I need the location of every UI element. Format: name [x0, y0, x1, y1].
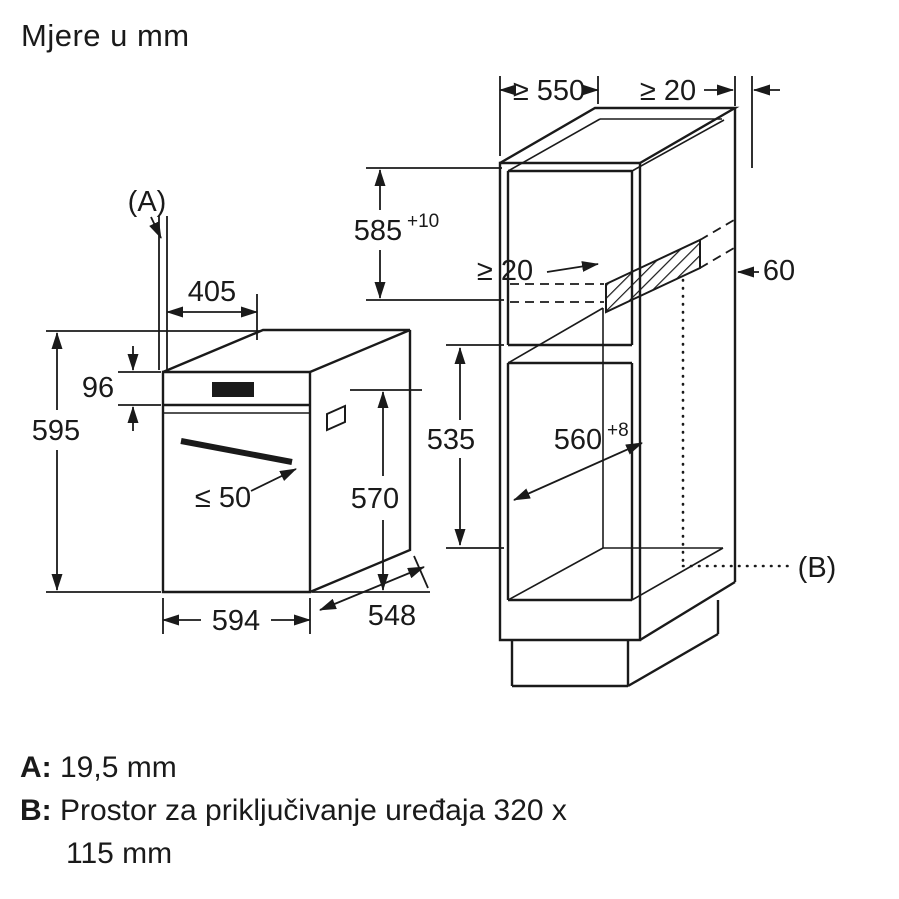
- dim-594-label: 594: [212, 605, 260, 637]
- dim-60-label: 60: [763, 255, 795, 287]
- footnote-a-label: A:: [20, 751, 52, 784]
- dim-585-tolerance: +10: [407, 211, 439, 232]
- ref-a-label: (A): [128, 186, 167, 218]
- footnote-b-text-2: 115 mm: [66, 837, 173, 870]
- dim-595-label: 595: [32, 415, 80, 447]
- footnotes: A: 19,5 mm B: Prostor za priključivanje …: [20, 746, 567, 875]
- dim-ge20-mid-label: ≥ 20: [477, 255, 533, 287]
- footnote-b-text: Prostor za priključivanje uređaja 320 x: [60, 794, 567, 827]
- footnote-a: A: 19,5 mm: [20, 746, 567, 789]
- oven-outline: [161, 328, 412, 594]
- footnote-b-continuation: 115 mm: [20, 832, 567, 875]
- footnote-a-text: 19,5 mm: [60, 751, 177, 784]
- dim-405-label: 405: [188, 276, 236, 308]
- dim-ge20-top-label: ≥ 20: [640, 75, 696, 107]
- page-title: Mjere u mm: [21, 18, 190, 53]
- ref-b-pointer: (B): [681, 278, 837, 584]
- oven-side-grip: [326, 404, 346, 432]
- cabinet-outline: [498, 106, 740, 688]
- dim-548-label: 548: [368, 600, 416, 632]
- dim-560-tolerance: +8: [607, 420, 629, 441]
- dim-96-label: 96: [82, 372, 114, 404]
- dim-570-label: 570: [351, 483, 399, 515]
- cabinet-dimensions: ≥ 550 ≥ 20 585 +10 ≥ 20 60: [354, 75, 795, 549]
- footnote-b: B: Prostor za priključivanje uređaja 320…: [20, 789, 567, 832]
- dim-535-label: 535: [427, 424, 475, 456]
- dim-ge550-label: ≥ 550: [513, 75, 585, 107]
- dim-585-label: 585: [354, 215, 402, 247]
- dim-560-label: 560: [554, 424, 602, 456]
- connection-duct: [510, 219, 735, 314]
- footnote-b-label: B:: [20, 794, 52, 827]
- oven-display: [212, 382, 254, 397]
- dim-le50-label: ≤ 50: [195, 482, 251, 514]
- oven-dimensions: (A) 405 96 595 ≤ 50: [32, 186, 430, 637]
- oven-door-handle: [180, 438, 293, 465]
- ref-b-label: (B): [798, 552, 837, 584]
- vent-hatch: [605, 238, 701, 314]
